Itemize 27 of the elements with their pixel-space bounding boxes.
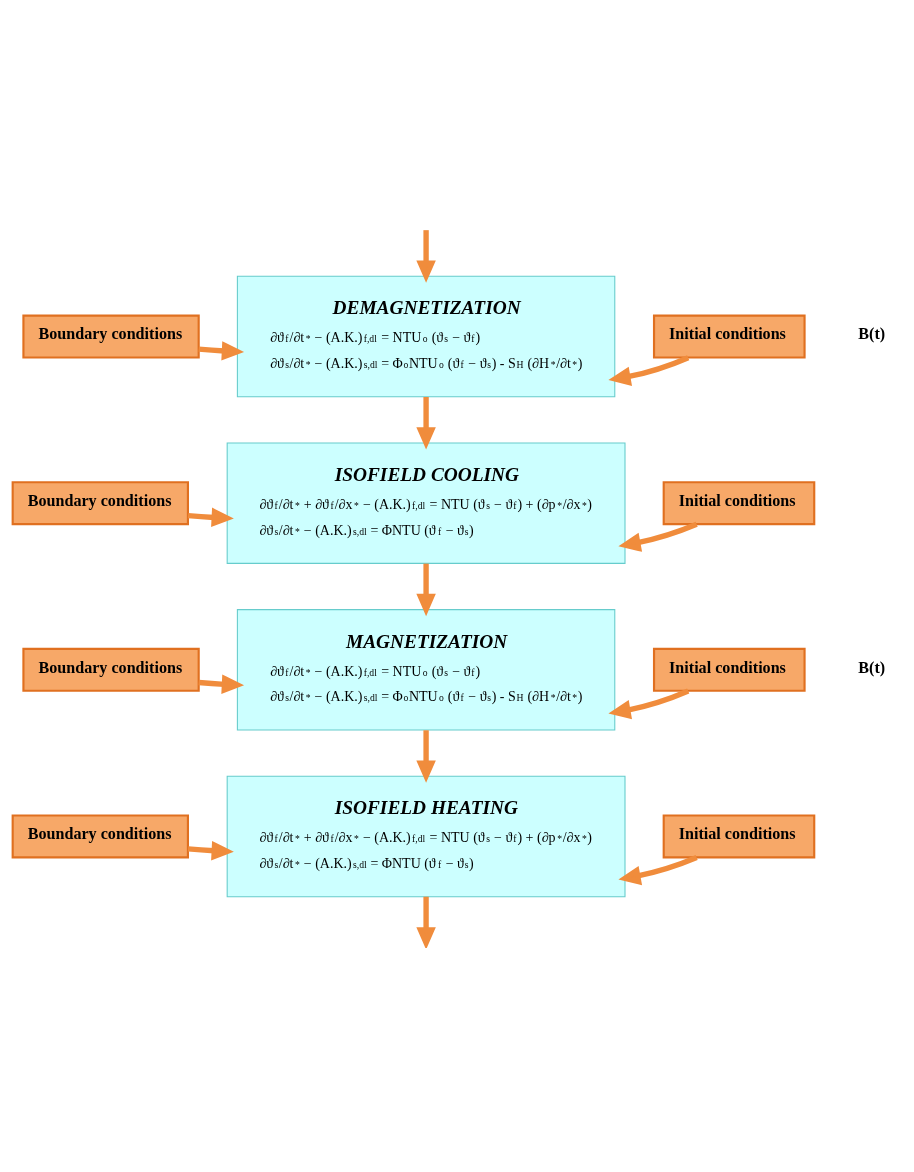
arrow [416, 896, 436, 948]
node-box: MAGNETIZATION ∂ϑf/∂t* − (A.K.)f,dl = NTUo (ϑs − ϑf) ∂ϑs/∂t* − (A.K.)s,dl = ΦoNTUo (ϑf − ϑs) - SH (∂H*/∂t*) [236, 608, 616, 731]
node-box: Initial conditions [662, 480, 816, 525]
node-box: DEMAGNETIZATION ∂ϑf/∂t* − (A.K.)f,dl = NTUo (ϑs − ϑf) ∂ϑs/∂t* − (A.K.)s,dl = ΦoNTUo (ϑf − ϑs) - SH (∂H*/∂t*) [236, 275, 616, 397]
arrow [618, 854, 698, 885]
node-box: Boundary conditions [22, 647, 200, 692]
arrow [187, 507, 234, 527]
arrow [198, 340, 245, 361]
node-box: Initial conditions [662, 813, 816, 859]
arrow [416, 729, 436, 783]
node-box: Boundary conditions [11, 480, 189, 525]
node-box: ISOFIELD COOLING ∂ϑf/∂t* + ∂ϑf/∂x* − (A.K.)f,dl = NTU (ϑs − ϑf) + (∂p*/∂x*) ∂ϑs/∂t* − (A.K.)s,dl = ΦNTU (ϑf − ϑs) [226, 441, 626, 564]
node-box: Initial conditions [652, 313, 806, 359]
arrow [608, 354, 690, 386]
arrow [198, 673, 245, 694]
arrow [618, 521, 698, 552]
node-box: ISOFIELD HEATING ∂ϑf/∂t* + ∂ϑf/∂x* − (A.K.)f,dl = NTU (ϑs − ϑf) + (∂p*/∂x*) ∂ϑs/∂t* − (A.K.)s,dl = ΦNTU (ϑf − ϑs) [226, 775, 626, 897]
arrow [608, 688, 690, 719]
label: B(t) [858, 658, 886, 676]
label: B(t) [858, 324, 886, 342]
arrow [187, 840, 234, 860]
arrow [416, 229, 436, 283]
node-box: Boundary conditions [22, 313, 200, 359]
node-box: Initial conditions [652, 647, 806, 692]
node-box: Boundary conditions [11, 813, 189, 859]
arrow [416, 396, 436, 449]
arrow [416, 563, 436, 616]
